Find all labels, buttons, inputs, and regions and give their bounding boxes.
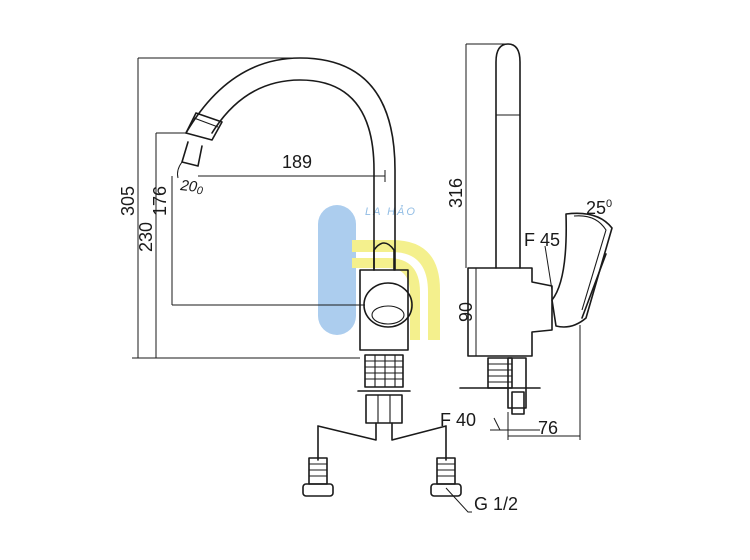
- dim-316: 316: [446, 178, 466, 208]
- side-shank: [507, 357, 527, 409]
- mount-shank: [365, 394, 403, 424]
- handle-inner: [371, 305, 405, 325]
- front-dimensions: [132, 57, 386, 359]
- fitting-right: [436, 457, 456, 485]
- fitting-left-nut: [302, 483, 334, 497]
- watermark-logo: LA HẢO: [318, 205, 440, 340]
- side-body: [467, 267, 553, 357]
- dim-90: 90: [456, 302, 476, 322]
- watermark-bar-blue: [318, 205, 356, 335]
- spout-outer: [185, 57, 396, 271]
- watermark-arc-yellow: [352, 240, 440, 340]
- side-shank-bottom: [511, 391, 525, 415]
- hose-left: [317, 422, 377, 461]
- angle-25: 250: [586, 198, 612, 218]
- front-view: [181, 57, 462, 497]
- handle-top: [373, 242, 395, 271]
- dim-76: 76: [538, 418, 558, 438]
- fitting-right-nut: [430, 483, 462, 497]
- spout-nozzle: [185, 112, 223, 141]
- dim-f40: F 40: [440, 410, 476, 430]
- thread-g12: G 1/2: [474, 494, 518, 514]
- mount-threads: [365, 355, 403, 387]
- side-dimensions: [445, 43, 581, 513]
- side-spout: [495, 43, 521, 269]
- fitting-left: [308, 457, 328, 485]
- faucet-body: [359, 269, 409, 351]
- watermark-arc-yellow-2: [352, 258, 420, 340]
- spout-inner: [211, 79, 375, 271]
- dim-189: 189: [282, 152, 312, 172]
- dim-176: 176: [150, 186, 170, 216]
- dim-f45: F 45: [524, 230, 560, 250]
- side-handle: [551, 212, 613, 328]
- hose-right: [391, 422, 447, 461]
- angle-20: 200: [178, 177, 204, 197]
- handle-angle-line: [581, 253, 607, 319]
- side-view: [459, 43, 613, 415]
- dim-305: 305: [118, 186, 138, 216]
- watermark-text: LA HẢO: [365, 205, 417, 218]
- mount-nut: [364, 354, 404, 388]
- handle-oval: [363, 282, 413, 328]
- nozzle-ring: [193, 117, 219, 128]
- dim-230: 230: [136, 222, 156, 252]
- side-handle-inner: [573, 215, 607, 311]
- aerator: [181, 141, 203, 167]
